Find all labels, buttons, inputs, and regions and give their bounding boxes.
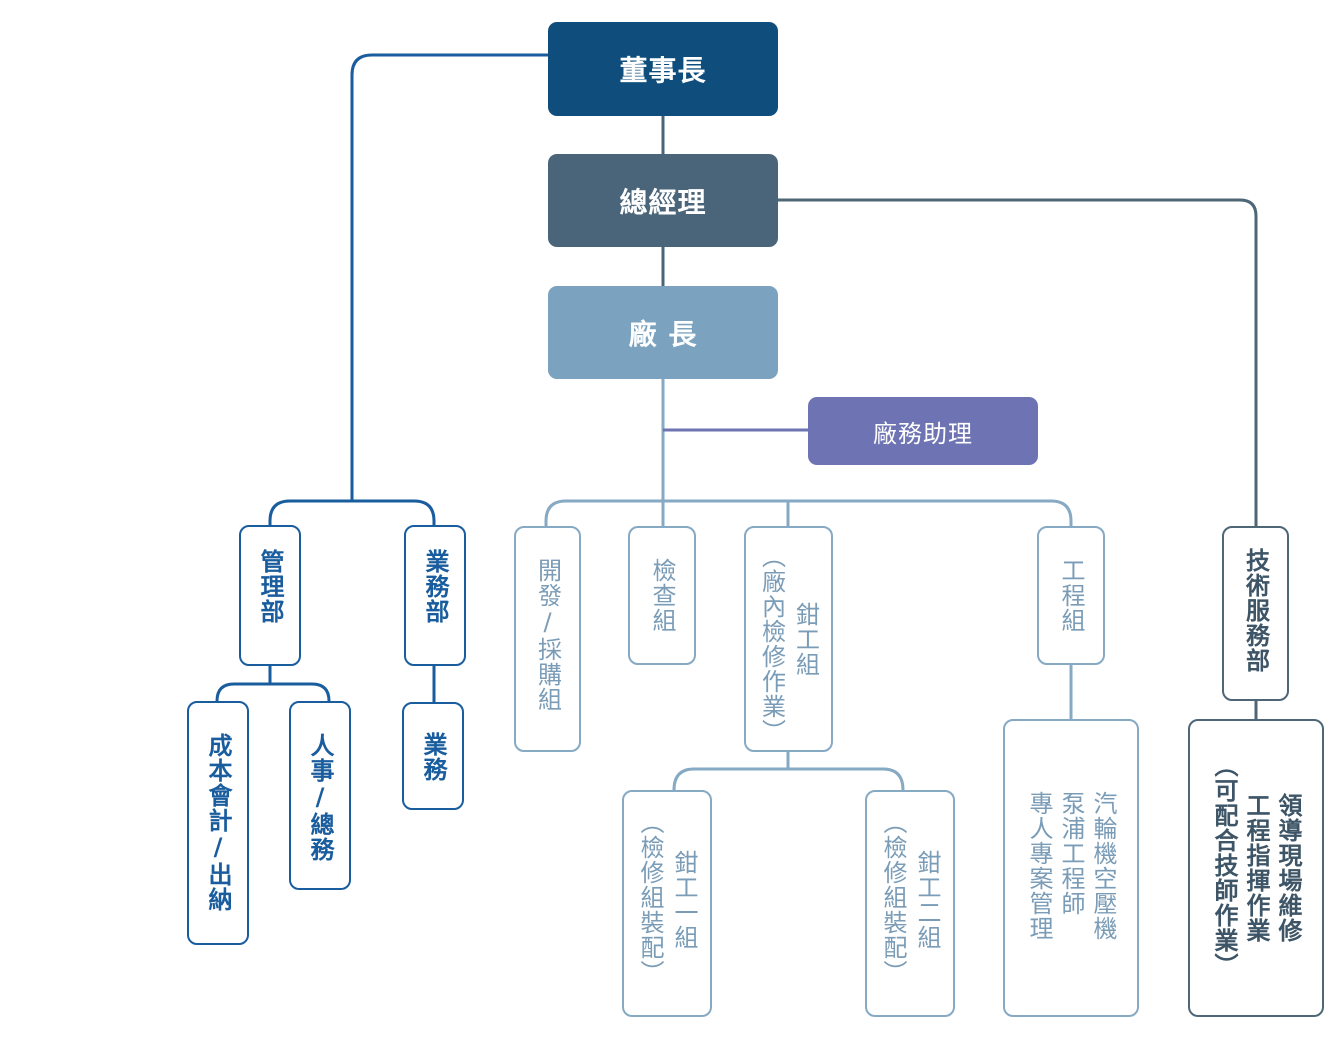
chairman-box: 董事長 <box>548 22 778 116</box>
factory-director-box: 廠 長 <box>548 286 778 379</box>
inspection-label: 檢查組 <box>648 558 676 633</box>
engineering-detail-line-2: 泵浦工程師 <box>1057 791 1085 916</box>
fitter-2-title: 鉗工二組 <box>913 850 941 950</box>
general-manager-box: 總經理 <box>548 154 778 247</box>
engineering-detail-line-1: 汽輪機空壓機 <box>1089 791 1117 941</box>
connector-management-branch <box>215 665 331 702</box>
tech-detail-box: 領導現場維修 工程指揮作業 （可配合技師作業） <box>1188 719 1324 1017</box>
connector-gm-to-tech <box>777 198 1258 526</box>
business-box: 業務 <box>402 702 464 810</box>
fitter-group-box: 鉗工組 （廠內檢修作業） <box>744 526 833 752</box>
fitter-2-note: （檢修組裝配） <box>879 810 907 985</box>
fitter-1-note: （檢修組裝配） <box>636 810 664 985</box>
business-dept-label: 業務部 <box>421 549 449 624</box>
connector-factory-branch <box>544 499 1073 526</box>
accounting-box: 成本會計/出納 <box>187 701 249 945</box>
business-dept-box: 業務部 <box>404 525 466 666</box>
inspection-box: 檢查組 <box>628 526 696 665</box>
tech-detail-line-3: （可配合技師作業） <box>1210 753 1238 978</box>
engineering-detail-box: 汽輪機空壓機 泵浦工程師 專人專案管理 <box>1003 719 1139 1017</box>
management-dept-box: 管理部 <box>239 525 301 666</box>
general-manager-label: 總經理 <box>619 185 707 219</box>
fitter-group-note: （廠內檢修作業） <box>757 544 786 744</box>
connector-admin-branch <box>268 499 436 525</box>
connector-chairman-to-admin <box>350 53 548 501</box>
fitter-1-box: 鉗工一組 （檢修組裝配） <box>622 790 712 1017</box>
rd-purchasing-label: 開發/採購組 <box>533 558 562 712</box>
rd-purchasing-box: 開發/採購組 <box>514 526 581 752</box>
factory-director-label: 廠 長 <box>628 317 698 351</box>
tech-service-box: 技術服務部 <box>1222 526 1289 701</box>
chairman-label: 董事長 <box>619 54 707 87</box>
fitter-1-title: 鉗工一組 <box>670 850 698 950</box>
fitter-2-box: 鉗工二組 （檢修組裝配） <box>865 790 955 1017</box>
engineering-label: 工程組 <box>1057 558 1085 633</box>
management-dept-label: 管理部 <box>256 549 284 624</box>
tech-detail-line-1: 領導現場維修 <box>1274 793 1302 943</box>
accounting-label: 成本會計/出納 <box>204 733 232 912</box>
engineering-box: 工程組 <box>1037 526 1105 665</box>
tech-detail-line-2: 工程指揮作業 <box>1242 793 1270 943</box>
business-label: 業務 <box>419 732 447 782</box>
hr-box: 人事/總務 <box>289 701 351 890</box>
engineering-detail-line-3: 專人專案管理 <box>1025 791 1053 941</box>
factory-assistant-box: 廠務助理 <box>808 397 1038 465</box>
factory-assistant-label: 廠務助理 <box>873 419 973 448</box>
tech-service-label: 技術服務部 <box>1241 548 1270 673</box>
fitter-group-title: 鉗工組 <box>791 602 820 677</box>
connector-fitter-branch <box>672 751 905 791</box>
hr-label: 人事/總務 <box>306 733 334 862</box>
